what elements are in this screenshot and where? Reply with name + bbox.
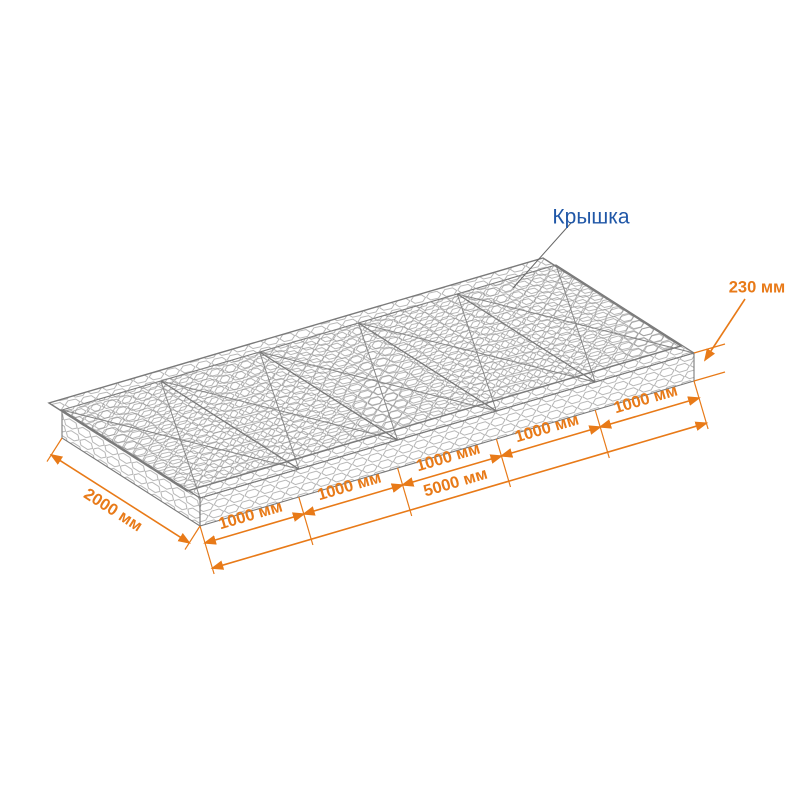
extension-line [184,525,201,550]
lid-label: Крышка [552,206,630,229]
lid-mesh [49,258,681,491]
total-length-arrow [210,421,709,570]
height-extension-tick-top [693,343,726,354]
height-leader-arrow [703,298,746,362]
extension-line [594,409,610,459]
height-dimension: 230 мм [693,278,786,382]
height-extension-tick-bottom [693,371,726,382]
height-dimension-label: 230 мм [729,278,786,296]
extension-line [199,525,215,575]
lid-leader-line [512,222,572,289]
extension-line [46,437,63,462]
extension-line [397,467,413,517]
extension-line [298,496,314,546]
width-dimension-label: 2000 мм [81,485,146,535]
extension-line [693,380,709,430]
width-arrow [49,453,191,544]
extension-line [495,438,512,488]
